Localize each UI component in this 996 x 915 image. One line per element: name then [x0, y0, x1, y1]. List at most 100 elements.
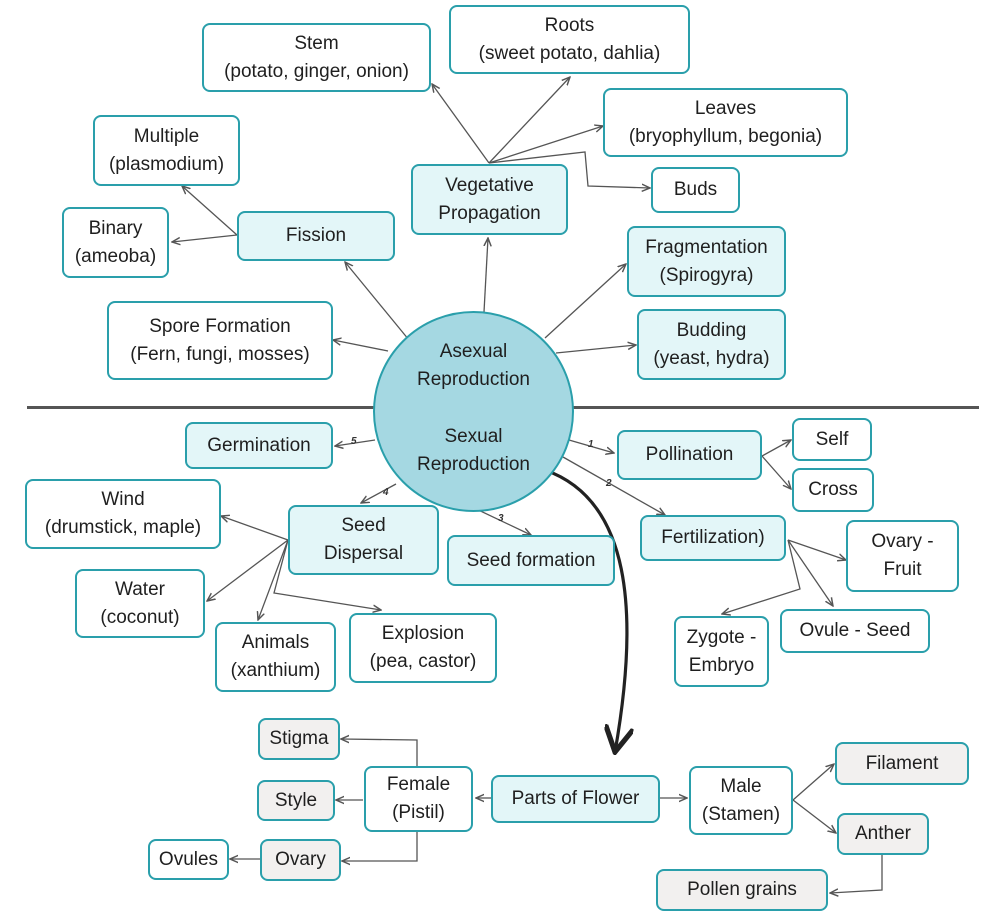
node-zygote-embryo: Zygote - Embryo: [674, 616, 769, 687]
connector-hub-budding: [555, 345, 636, 354]
stem-examples: (potato, ginger, onion): [224, 60, 409, 82]
node-roots: Roots (sweet potato, dahlia): [449, 5, 690, 74]
seed-dispersal-line-1: Seed: [341, 515, 386, 536]
connector-fertilization-ovule: [787, 539, 833, 606]
node-pollination: Pollination: [617, 430, 762, 480]
node-ovules: Ovules: [148, 839, 229, 880]
connector-hub-germination: [335, 439, 376, 446]
germination-title: Germination: [207, 434, 311, 456]
ovules-title: Ovules: [158, 848, 219, 870]
fertilization-title: Fertilization): [661, 527, 765, 548]
asexual-line-2: Reproduction: [416, 369, 531, 390]
water-examples: (coconut): [100, 606, 180, 628]
sexual-line-1: Sexual: [444, 426, 503, 447]
zygote-line-2: Embryo: [688, 654, 755, 676]
node-vegetative-propagation: Vegetative Propagation: [411, 164, 568, 235]
connector-hub-fission: [345, 262, 410, 341]
sexual-reproduction-label: Sexual Reproduction: [383, 423, 564, 479]
animals-examples: (xanthium): [230, 660, 321, 681]
multiple-examples: (plasmodium): [108, 153, 225, 175]
connector-hub-fertilization: [562, 456, 665, 515]
ovary-fruit-line-1: Ovary -: [871, 531, 934, 552]
roots-title: Roots: [544, 14, 595, 36]
ovary-fruit-line-2: Fruit: [883, 559, 922, 580]
connector-vegetative-stem: [432, 84, 490, 164]
node-stigma: Stigma: [258, 718, 340, 760]
connector-vegetative-roots: [488, 77, 570, 164]
self-title: Self: [815, 428, 849, 450]
node-parts-of-flower: Parts of Flower: [491, 775, 660, 823]
node-germination: Germination: [185, 422, 333, 469]
node-animals: Animals (xanthium): [215, 622, 336, 692]
male-subtitle: (Stamen): [701, 803, 781, 825]
connector-fission-multiple: [182, 186, 238, 236]
node-fragmentation: Fragmentation (Spirogyra): [627, 226, 786, 297]
connector-vegetative-buds: [488, 151, 650, 188]
fragmentation-examples: (Spirogyra): [659, 264, 754, 286]
connector-pollination-cross: [761, 455, 791, 489]
node-style: Style: [257, 780, 335, 821]
water-title: Water: [115, 578, 165, 600]
node-ovary-fruit: Ovary - Fruit: [846, 520, 959, 592]
node-pollen-grains: Pollen grains: [656, 869, 828, 911]
ovule-seed-title: Ovule - Seed: [799, 620, 911, 641]
node-male-stamen: Male (Stamen): [689, 766, 793, 835]
vegetative-line-2: Propagation: [438, 202, 541, 224]
explosion-examples: (pea, castor): [369, 651, 477, 672]
node-stem: Stem (potato, ginger, onion): [202, 23, 431, 92]
spore-examples: (Fern, fungi, mosses): [130, 343, 310, 365]
connector-female-ovary: [342, 832, 418, 861]
zygote-line-1: Zygote -: [686, 626, 757, 648]
node-seed-formation: Seed formation: [447, 535, 615, 586]
node-ovule-seed: Ovule - Seed: [780, 609, 930, 653]
anther-title: Anther: [855, 823, 911, 844]
multiple-title: Multiple: [133, 125, 200, 147]
node-cross: Cross: [792, 468, 874, 512]
step-number-3: 3: [498, 513, 504, 524]
node-budding: Budding (yeast, hydra): [637, 309, 786, 380]
wind-examples: (drumstick, maple): [44, 517, 202, 538]
connector-vegetative-leaves: [488, 126, 603, 164]
reproduction-hub: [373, 311, 574, 512]
connector-fertilization-zygote: [722, 539, 801, 614]
step-number-5: 5: [351, 436, 357, 447]
node-anther: Anther: [837, 813, 929, 855]
seed-formation-title: Seed formation: [466, 549, 596, 571]
connector-male-anther: [792, 799, 836, 833]
parts-title: Parts of Flower: [511, 788, 640, 809]
sketch-arrow-to-flower: [544, 468, 627, 752]
connector-fertilization-ovary: [787, 539, 846, 560]
budding-title: Budding: [676, 319, 747, 341]
node-multiple: Multiple (plasmodium): [93, 115, 240, 186]
pollination-title: Pollination: [645, 444, 734, 465]
male-title: Male: [720, 775, 762, 797]
binary-title: Binary: [88, 217, 143, 239]
asexual-line-1: Asexual: [439, 341, 508, 362]
spore-title: Spore Formation: [149, 315, 291, 337]
step-number-4: 4: [383, 487, 389, 498]
node-wind: Wind (drumstick, maple): [25, 479, 221, 549]
connector-hub-spore: [333, 340, 389, 352]
connector-hub-seeddispersal: [361, 483, 397, 503]
node-binary: Binary (ameoba): [62, 207, 169, 278]
stem-title: Stem: [294, 32, 339, 54]
leaves-title: Leaves: [694, 97, 757, 119]
connector-hub-pollination: [568, 439, 614, 453]
connector-hub-vegetative: [484, 238, 488, 313]
cross-title: Cross: [808, 479, 858, 500]
leaves-examples: (bryophyllum, begonia): [628, 125, 823, 147]
node-ovary: Ovary: [260, 839, 341, 881]
ovary-title: Ovary: [275, 849, 326, 870]
step-number-2: 2: [606, 478, 612, 489]
step-number-1: 1: [588, 439, 594, 450]
node-explosion: Explosion (pea, castor): [349, 613, 497, 683]
asexual-reproduction-label: Asexual Reproduction: [383, 338, 564, 394]
node-seed-dispersal: Seed Dispersal: [288, 505, 439, 575]
node-water: Water (coconut): [75, 569, 205, 638]
vegetative-line-1: Vegetative: [445, 174, 534, 196]
node-spore-formation: Spore Formation (Fern, fungi, mosses): [107, 301, 333, 380]
fission-title: Fission: [285, 225, 347, 246]
female-title: Female: [386, 774, 451, 795]
stigma-title: Stigma: [269, 728, 329, 749]
